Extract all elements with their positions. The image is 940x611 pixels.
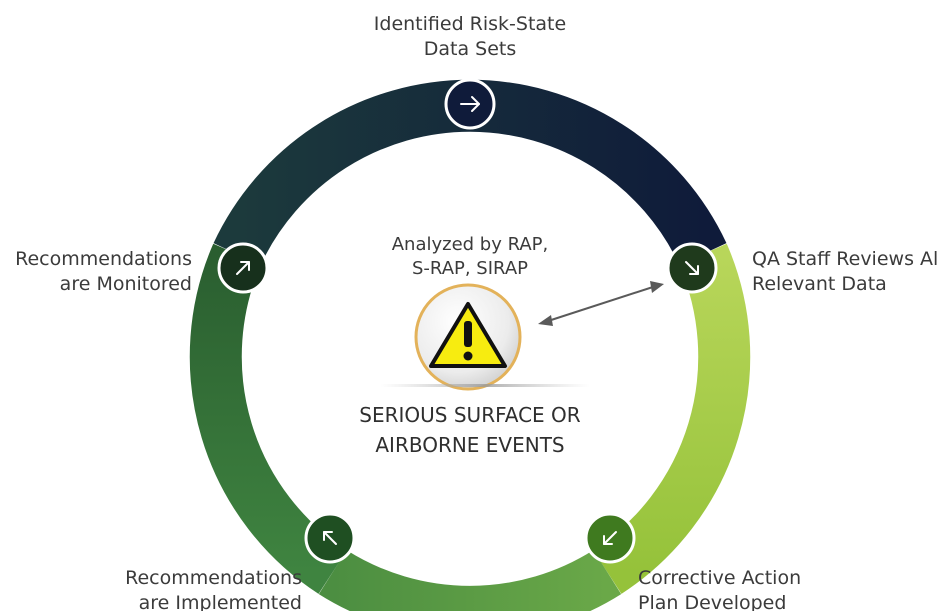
- center-events-line: AIRBORNE EVENTS: [375, 433, 565, 457]
- arrow-up-left-icon: [323, 531, 337, 545]
- step-label-line: Relevant Data: [752, 273, 887, 295]
- step-label-identified: Identified Risk-State Data Sets: [320, 12, 620, 62]
- step-node-corrective[interactable]: [584, 512, 636, 564]
- step-label-implemented: Recommendations are Implemented: [40, 566, 302, 611]
- connector-double-arrow: [538, 281, 664, 326]
- center-analyzed-line: S-RAP, SIRAP: [412, 258, 528, 279]
- arrow-up-right-icon: [236, 261, 250, 275]
- arrow-down-right-icon: [685, 261, 699, 275]
- warning-badge: [380, 283, 590, 391]
- center-analyzed-line: Analyzed by RAP,: [391, 234, 549, 255]
- step-label-line: are Monitored: [59, 273, 192, 295]
- arrow-right-icon: [460, 96, 480, 112]
- step-node-implemented[interactable]: [304, 512, 356, 564]
- step-label-line: Data Sets: [423, 38, 517, 60]
- arrow-down-left-icon: [603, 531, 617, 545]
- ring-segment-bottom: [318, 549, 622, 611]
- ring-segment-left: [189, 243, 348, 594]
- step-label-corrective: Corrective Action Plan Developed: [638, 566, 801, 611]
- step-label-qa-review: QA Staff Reviews All Relevant Data: [752, 247, 940, 297]
- center-events-title: SERIOUS SURFACE OR AIRBORNE EVENTS: [300, 400, 640, 460]
- step-label-monitored: Recommendations are Monitored: [0, 247, 192, 297]
- center-events-line: SERIOUS SURFACE OR: [359, 403, 581, 427]
- step-node-monitored[interactable]: [217, 242, 269, 294]
- step-label-line: Plan Developed: [638, 592, 787, 611]
- step-label-line: Corrective Action: [638, 567, 802, 589]
- step-label-line: Recommendations: [125, 567, 302, 589]
- step-label-line: are Implemented: [138, 592, 302, 611]
- ring-segment-right: [592, 243, 751, 594]
- step-node-qa-review[interactable]: [666, 242, 718, 294]
- step-label-line: Identified Risk-State: [373, 13, 567, 35]
- step-label-line: Recommendations: [15, 248, 192, 270]
- step-node-identified[interactable]: [444, 78, 496, 130]
- step-label-line: QA Staff Reviews All: [752, 248, 940, 270]
- center-analyzed-text: Analyzed by RAP, S-RAP, SIRAP: [330, 233, 610, 281]
- warning-icon: [429, 302, 507, 368]
